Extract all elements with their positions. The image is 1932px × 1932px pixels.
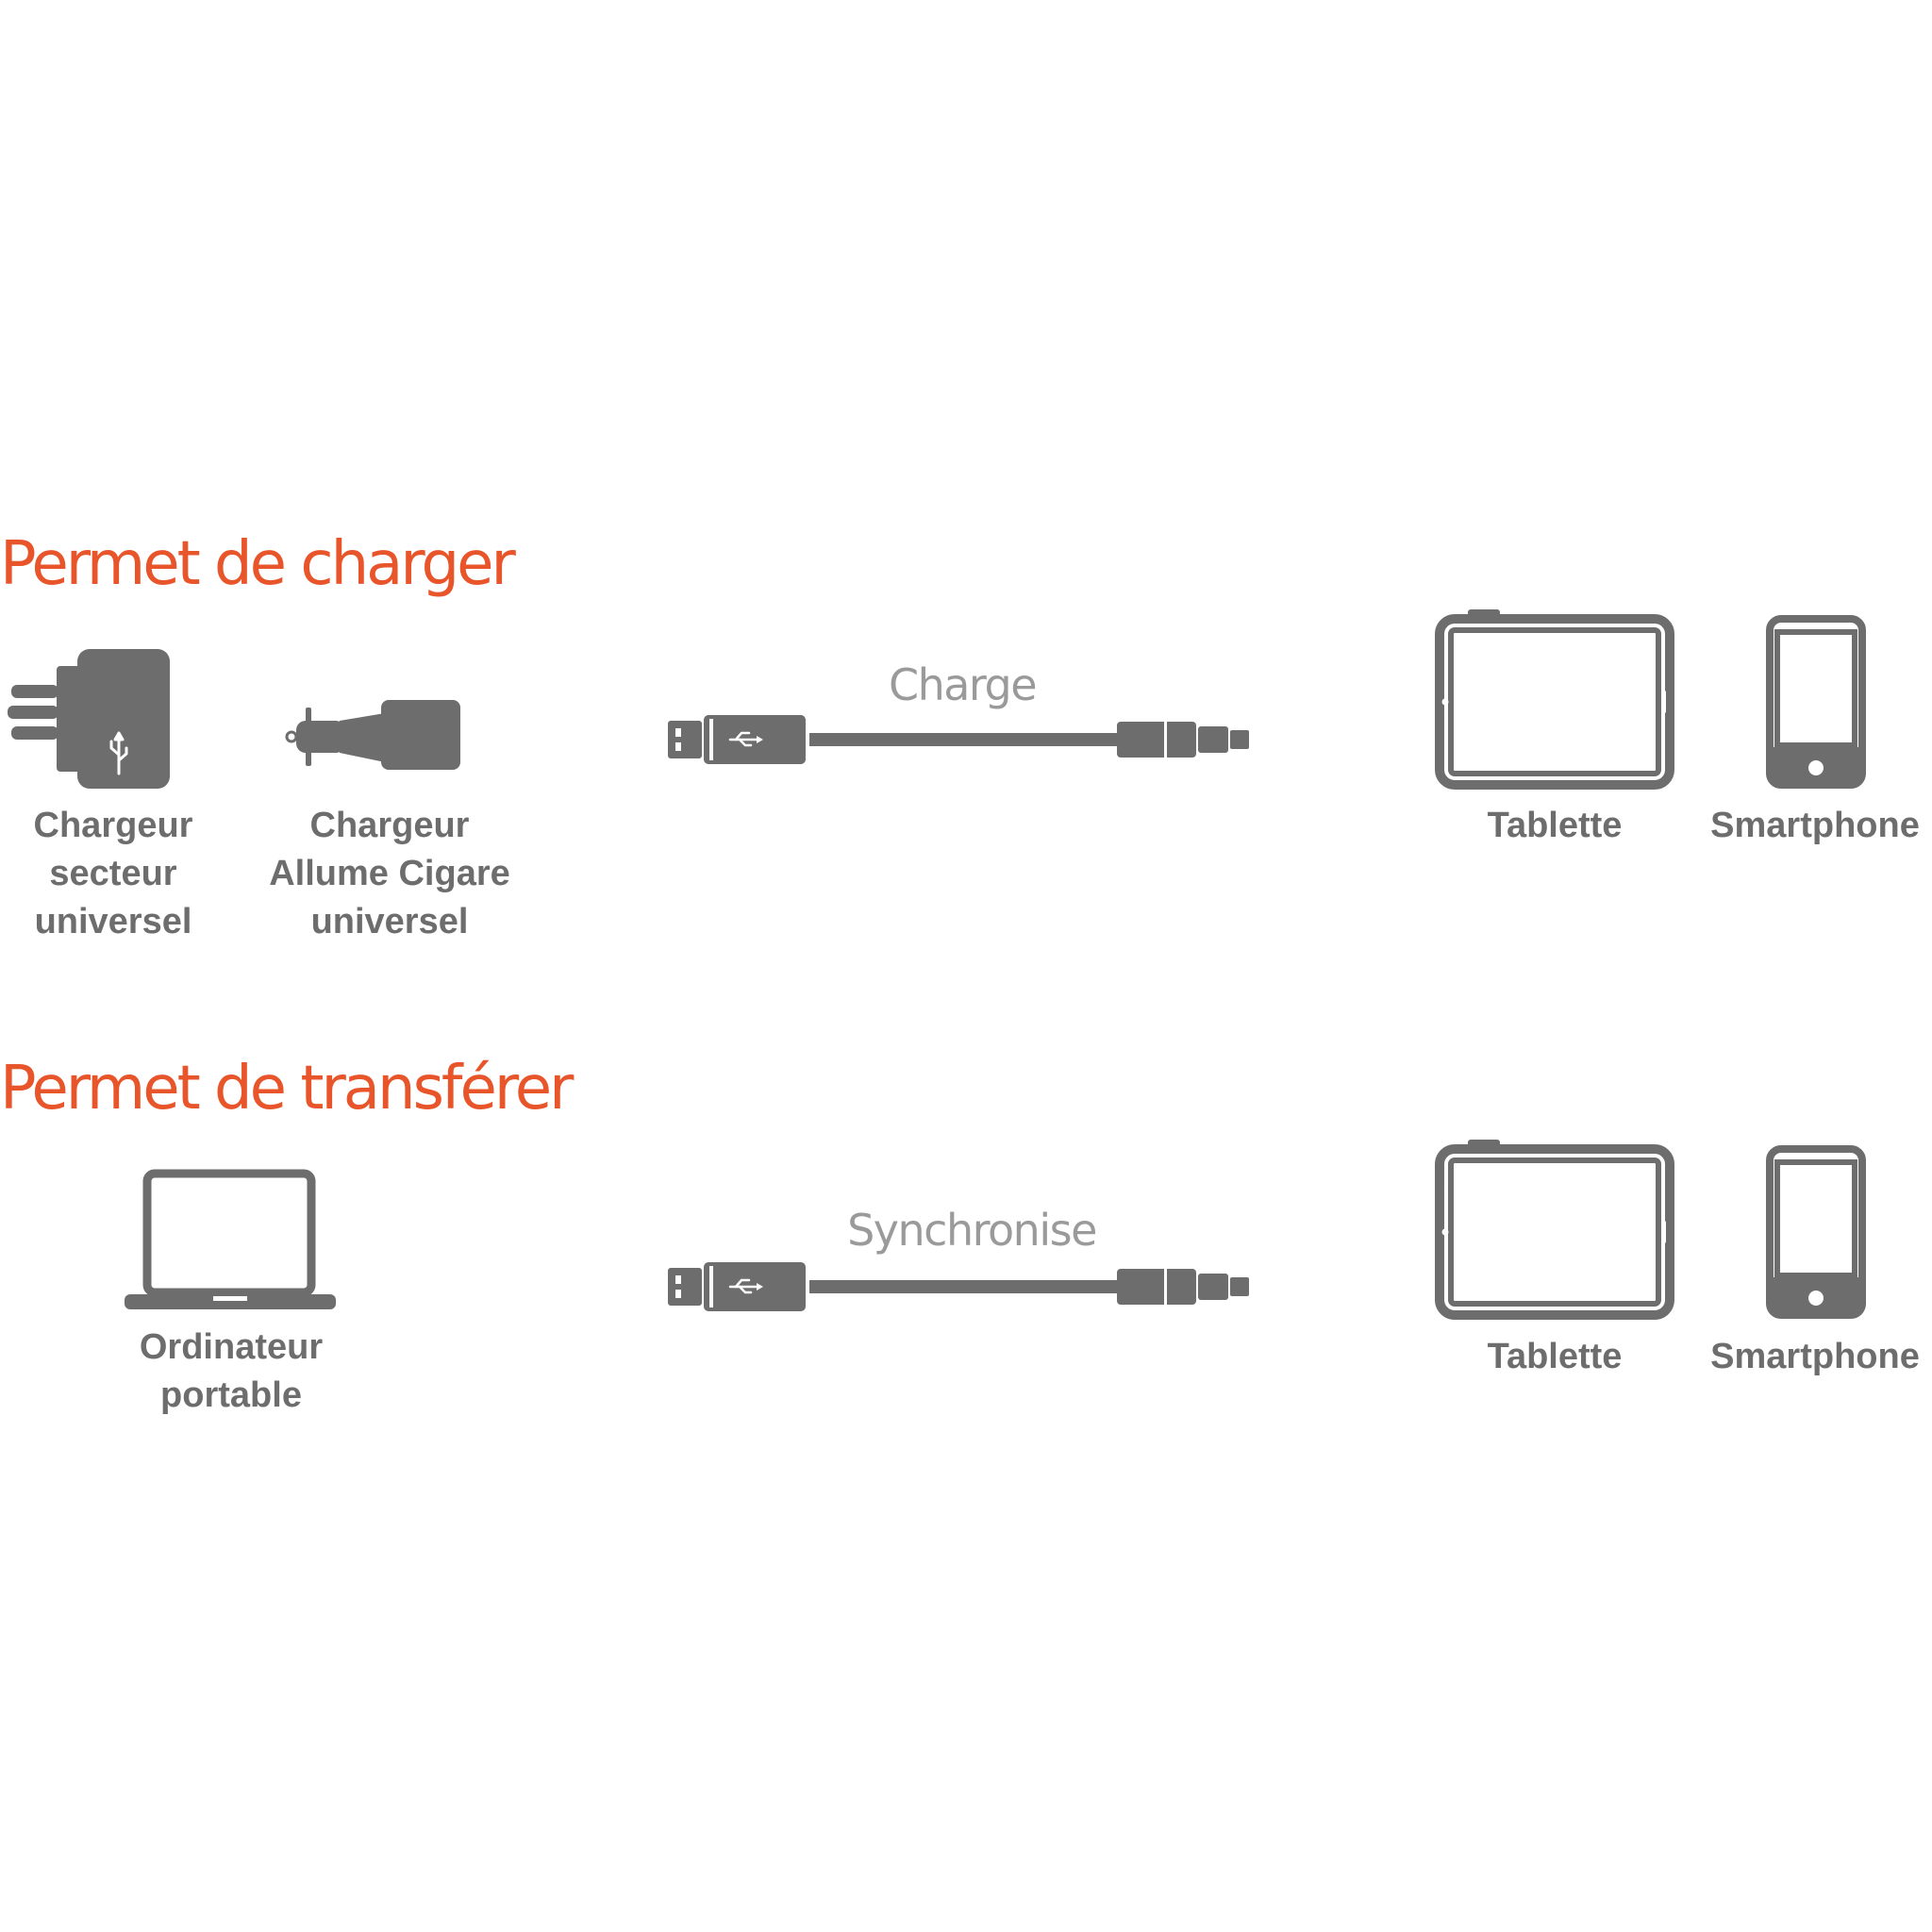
smartphone-label: Smartphone bbox=[1710, 1337, 1920, 1376]
section-title-charge: Permet de charger bbox=[0, 529, 516, 599]
wall-charger-icon bbox=[8, 649, 170, 789]
smartphone-icon bbox=[1766, 615, 1866, 789]
tablet-icon bbox=[1435, 609, 1674, 790]
car-charger-label: Chargeur Allume Cigare universel bbox=[269, 806, 510, 941]
cable-label-charge: Charge bbox=[888, 659, 1038, 710]
tablet-label: Tablette bbox=[1487, 1337, 1623, 1376]
laptop-icon bbox=[125, 1169, 336, 1309]
laptop-label: Ordinateur portable bbox=[139, 1327, 324, 1415]
smartphone-label: Smartphone bbox=[1710, 806, 1920, 845]
usb-cable-icon bbox=[668, 715, 1249, 764]
smartphone-icon bbox=[1766, 1145, 1866, 1319]
car-charger-icon bbox=[285, 700, 460, 770]
tablet-label: Tablette bbox=[1487, 806, 1623, 845]
usb-cable-icon bbox=[668, 1262, 1249, 1311]
cable-label-synchronise: Synchronise bbox=[847, 1205, 1097, 1256]
section-title-transfer: Permet de transférer bbox=[0, 1054, 574, 1124]
tablet-icon bbox=[1435, 1140, 1674, 1320]
wall-charger-label: Chargeur secteur universel bbox=[33, 806, 193, 941]
